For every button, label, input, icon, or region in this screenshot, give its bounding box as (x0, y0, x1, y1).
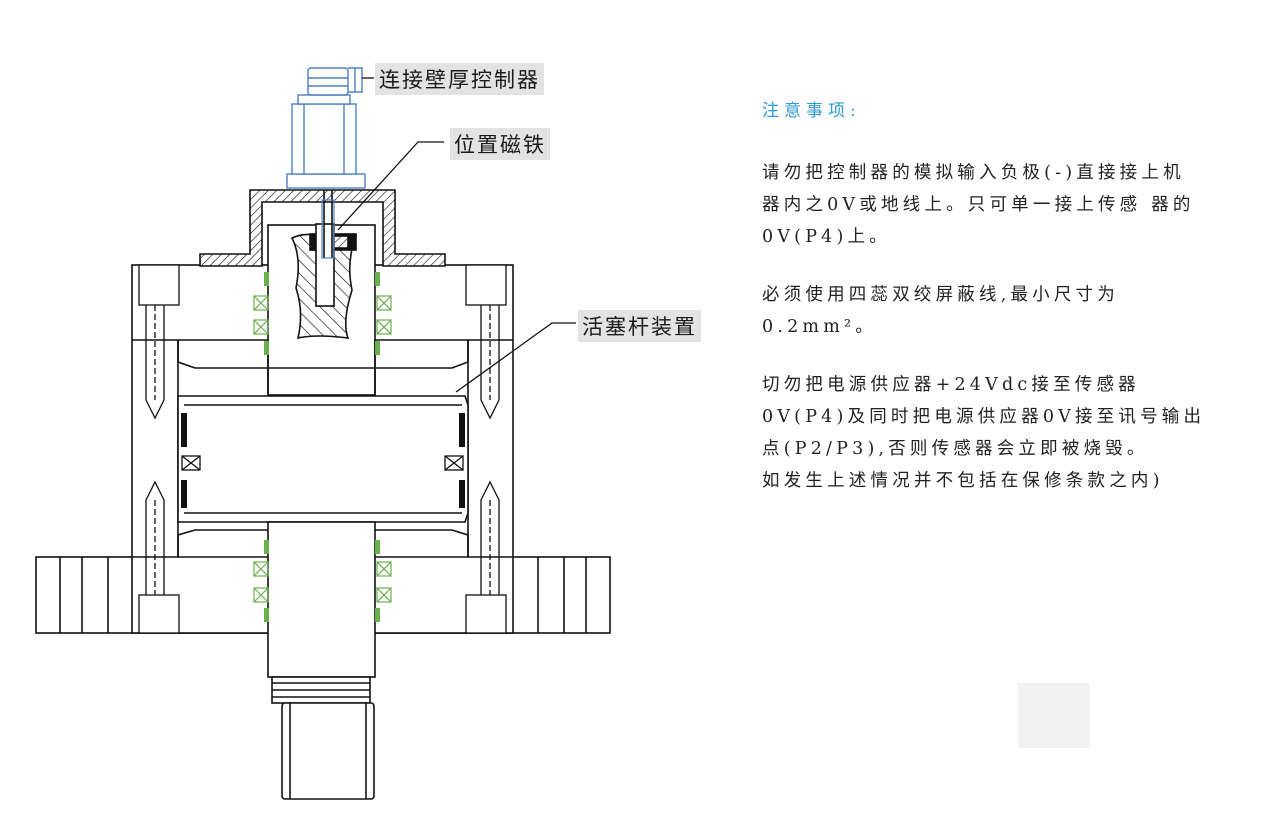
placeholder-box (1018, 683, 1090, 748)
magnet-holder (290, 223, 358, 340)
cylinder-cross-section-diagram (35, 67, 611, 800)
sensor-housing (199, 189, 446, 267)
notes-title: 注意事项: (762, 101, 861, 121)
note-line: 点(P2/P3),否则传感器会立即被烧毁。 (762, 439, 1149, 459)
connector (286, 67, 366, 189)
note-line: 0.2mm²。 (762, 317, 877, 337)
note-line: 请勿把控制器的模拟输入负极(-)直接接上机 (762, 163, 1185, 183)
note-paragraph-1: 请勿把控制器的模拟输入负极(-)直接接上机 器内之0V或地线上。只可单一接上传感… (762, 157, 1262, 253)
note-paragraph-3: 切勿把电源供应器+24Vdc接至传感器 0V(P4)及同时把电源供应器0V接至讯… (762, 369, 1262, 497)
leader-lines (337, 77, 576, 393)
piston-seals (181, 413, 465, 508)
piston-rod (267, 340, 376, 800)
note-line: 切勿把电源供应器+24Vdc接至传感器 (762, 375, 1140, 395)
label-piston-rod: 活塞杆装置 (578, 310, 701, 342)
note-line: 器内之0V或地线上。只可单一接上传感 器的 (762, 195, 1195, 215)
label-connector: 连接壁厚控制器 (375, 63, 544, 95)
note-line: 0V(P4)上。 (762, 227, 891, 247)
note-line: 如发生上述情况并不包括在保修条款之内) (762, 471, 1164, 491)
notes-panel: 注意事项: 请勿把控制器的模拟输入负极(-)直接接上机 器内之0V或地线上。只可… (762, 96, 1262, 523)
note-line: 0V(P4)及同时把电源供应器0V接至讯号输出 (762, 407, 1206, 427)
rod-seals (253, 295, 392, 603)
piston (177, 340, 469, 557)
note-line: 必须使用四蕊双绞屏蔽线,最小尺寸为 (762, 285, 1119, 305)
note-paragraph-2: 必须使用四蕊双绞屏蔽线,最小尺寸为 0.2mm²。 (762, 279, 1262, 343)
label-magnet: 位置磁铁 (450, 128, 550, 160)
tie-bolts (138, 264, 507, 634)
